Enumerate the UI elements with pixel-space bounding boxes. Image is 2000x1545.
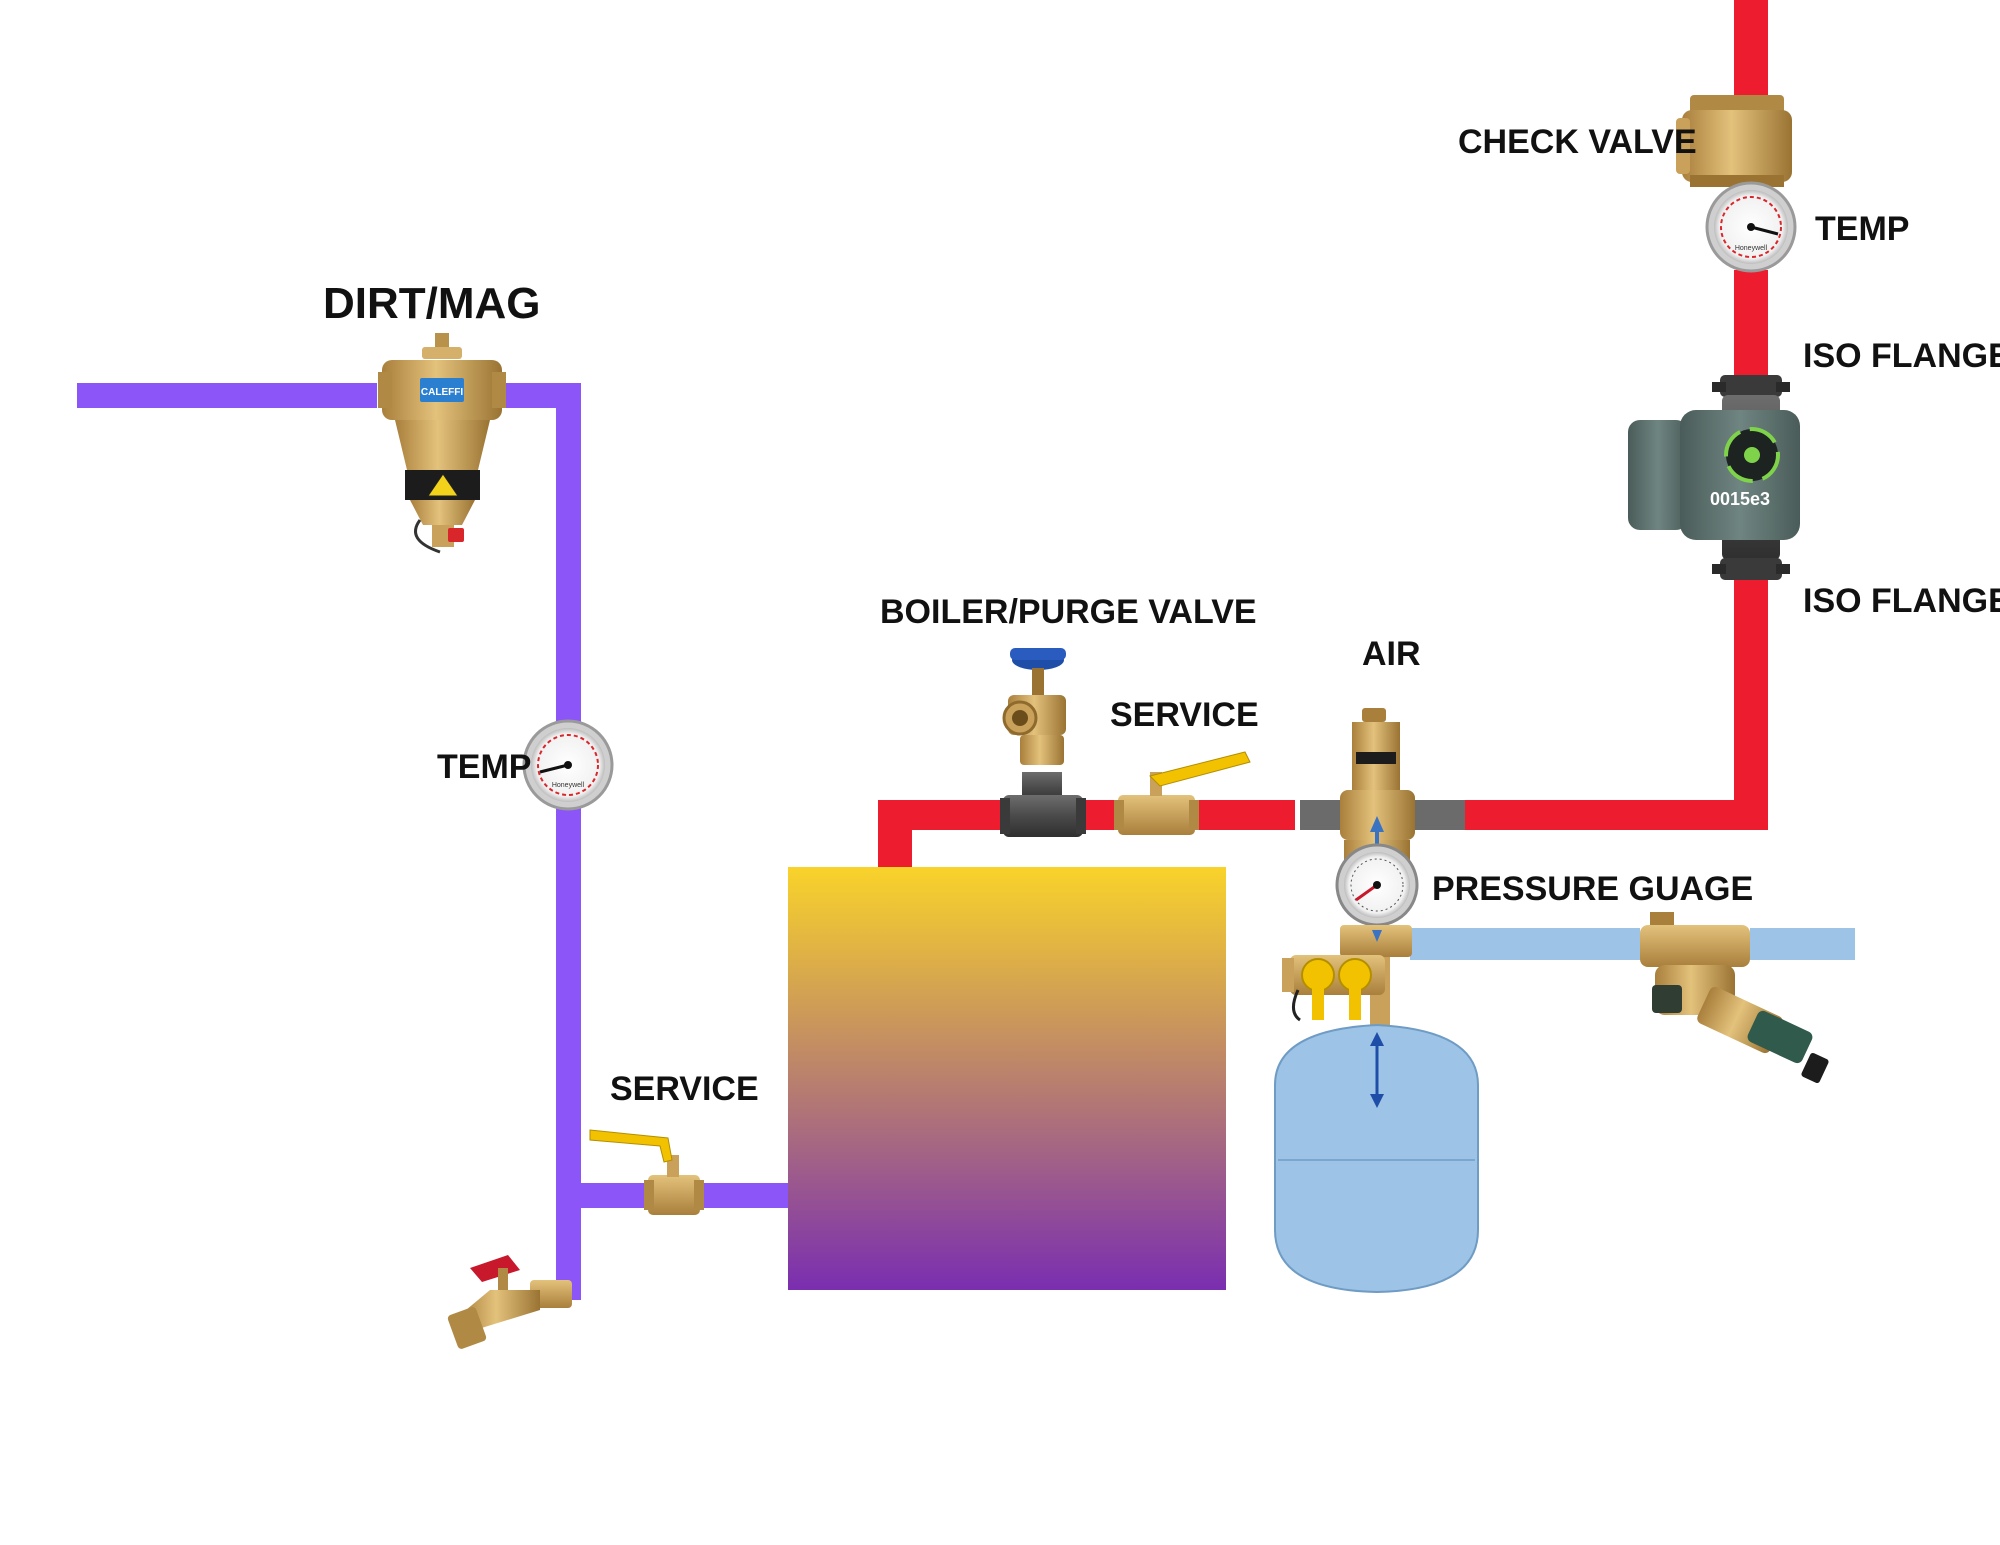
cold-feed-pipe-left [1410, 928, 1640, 960]
temp-gauge-left: Honeywell [522, 719, 614, 811]
return-pipe-to-boiler-left [568, 1183, 648, 1208]
label-service-bottom: SERVICE [610, 1070, 759, 1108]
air-eliminator [1300, 708, 1465, 862]
circulator-pump: 0015e3 [1628, 395, 1800, 560]
label-temp-left: TEMP [437, 748, 531, 786]
expansion-tank [1274, 1023, 1479, 1294]
pump-model-text: 0015e3 [1710, 489, 1770, 509]
label-iso-flange-top: ISO FLANGE [1803, 337, 2000, 375]
temp-gauge-right-brand: Honeywell [1735, 245, 1768, 252]
label-temp-right: TEMP [1815, 210, 1909, 248]
return-pipe-vertical [556, 383, 581, 1300]
label-pressure-gauge: PRESSURE GUAGE [1432, 870, 1753, 908]
supply-pipe-air-to-pump [1465, 800, 1765, 830]
return-pipe-to-boiler-right [700, 1183, 788, 1208]
black-iron-tee [1000, 772, 1086, 837]
service-ball-valve-return [589, 1129, 704, 1215]
separator-brand-text: CALEFFI [421, 387, 463, 398]
label-check-valve: CHECK VALVE [1458, 123, 1697, 161]
check-valve [1676, 95, 1792, 187]
supply-pipe-vertical-mid [1734, 270, 1768, 385]
dirt-mag-separator: CALEFFI [378, 333, 506, 554]
cold-feed-pipe-right [1750, 928, 1855, 960]
supply-piping [878, 0, 1768, 868]
hose-bib-drain-valve [447, 1255, 572, 1349]
label-dirt-mag: DIRT/MAG [323, 279, 541, 328]
iso-flange-bottom [1712, 558, 1790, 580]
supply-pipe-boiler-elbow [878, 800, 1003, 830]
supply-pipe-tee-to-service [1080, 800, 1118, 830]
label-iso-flange-bottom: ISO FLANGE [1803, 582, 2000, 620]
service-ball-valve-supply [1114, 751, 1251, 835]
pressure-reducing-fill-valve [1640, 912, 1829, 1084]
cold-water-feed-piping [1410, 928, 1855, 960]
label-boiler-purge-valve: BOILER/PURGE VALVE [880, 593, 1257, 631]
label-service-top: SERVICE [1110, 696, 1259, 734]
return-piping [77, 383, 788, 1300]
supply-pipe-vertical-lower [1734, 575, 1768, 830]
iso-flange-top [1712, 375, 1790, 397]
temp-gauge-right: Honeywell [1705, 181, 1797, 273]
label-air: AIR [1362, 635, 1421, 673]
temp-gauge-left-brand: Honeywell [552, 782, 585, 789]
supply-pipe-service-to-air [1195, 800, 1295, 830]
return-pipe-inlet [77, 383, 377, 408]
tank-service-manifold [1282, 925, 1412, 1027]
supply-pipe-vertical-top [1734, 0, 1768, 100]
boiler-purge-valve [1002, 648, 1066, 765]
pressure-gauge [1335, 843, 1419, 927]
boiler [788, 867, 1226, 1290]
